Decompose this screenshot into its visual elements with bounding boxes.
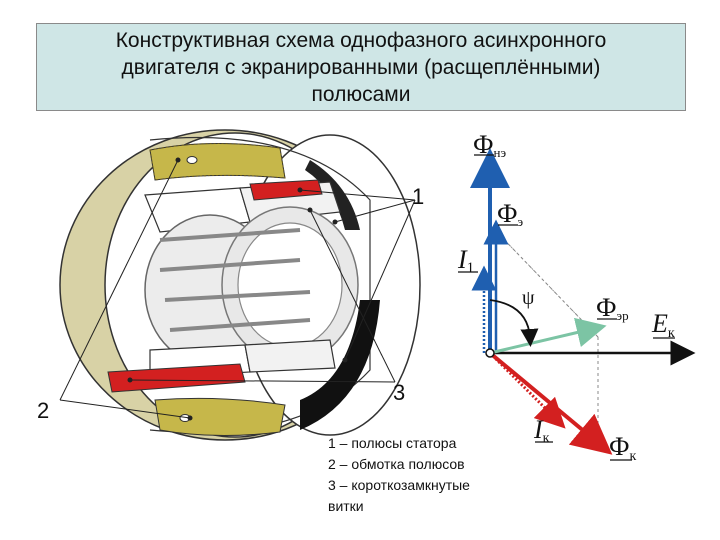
callout-3: 3 bbox=[393, 380, 405, 405]
legend-item-1: 1 – полюсы статора bbox=[328, 435, 457, 451]
vector-phi-er bbox=[489, 317, 607, 355]
title-box: Конструктивная схема однофазного асинхро… bbox=[36, 23, 686, 111]
phasor-origin bbox=[485, 348, 495, 358]
motor-drawing: 1 2 3 bbox=[37, 129, 424, 441]
legend: 1 – полюсы статора 2 – обмотка полюсов 3… bbox=[328, 433, 528, 517]
title-line-1: Конструктивная схема однофазного асинхро… bbox=[115, 29, 607, 52]
upper-pole-winding bbox=[149, 142, 286, 181]
label-ik: Iк bbox=[533, 415, 550, 446]
label-psi: ψ bbox=[522, 287, 535, 309]
label-ek: Eк bbox=[651, 309, 675, 341]
angle-psi-arc bbox=[489, 299, 539, 347]
callout-2: 2 bbox=[37, 398, 49, 423]
label-phi-e: Фэ bbox=[497, 199, 524, 229]
callout-1: 1 bbox=[412, 184, 424, 209]
title-line-2: двигателя с экранированными (расщеплённы… bbox=[121, 56, 601, 79]
label-phi-ne: Фнэ bbox=[473, 130, 507, 160]
housing-shadow bbox=[300, 300, 380, 430]
winding-terminal-upper bbox=[186, 156, 198, 164]
legend-item-2: 2 – обмотка полюсов bbox=[328, 456, 465, 472]
vector-phik bbox=[488, 351, 613, 455]
legend-item-3: 3 – короткозамкнутые bbox=[328, 477, 470, 493]
label-i1: I1 bbox=[457, 245, 474, 276]
label-phik: Фк bbox=[609, 432, 637, 464]
upper-shading-coil bbox=[249, 179, 323, 201]
lower-pole-winding bbox=[154, 397, 286, 437]
title-line-3: полюсами bbox=[311, 83, 411, 106]
label-phi-er: Фэр bbox=[596, 293, 629, 323]
legend-item-3-cont: витки bbox=[328, 498, 364, 514]
lower-shading-coil bbox=[107, 363, 246, 393]
phasor-diagram: Фнэ Фэ I1 ψ Фэр Eк Iк Фк bbox=[457, 130, 696, 464]
vector-ik bbox=[488, 351, 566, 429]
